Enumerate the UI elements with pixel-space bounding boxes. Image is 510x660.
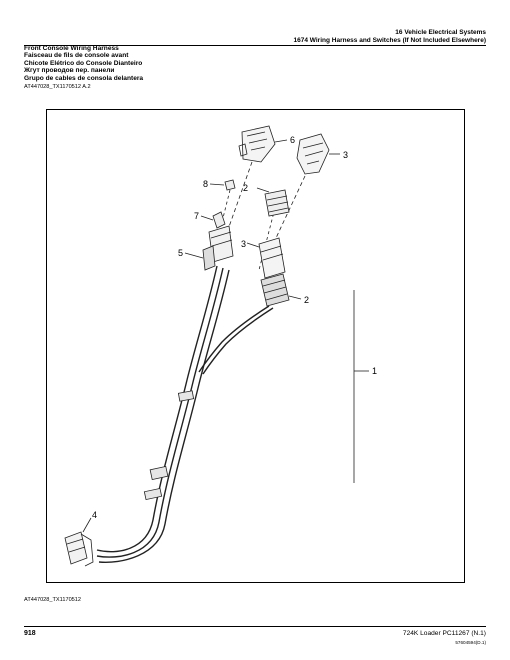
connector-4-drawing xyxy=(64,517,94,567)
callout-label-5: 5 xyxy=(178,248,183,258)
tape-wrap xyxy=(149,465,169,481)
seal-2-upper-drawing xyxy=(256,187,290,217)
title-english: Front Console Wiring Harness xyxy=(24,45,119,52)
cap-7-drawing xyxy=(212,211,226,229)
tape-wrap xyxy=(177,390,195,402)
clip-8-drawing xyxy=(224,179,236,191)
callout-label-8: 8 xyxy=(203,179,208,189)
connector-2-middle-drawing xyxy=(260,273,302,307)
page-number: 918 xyxy=(24,630,36,637)
callout-label-1: 1 xyxy=(372,366,377,376)
figure-frame: 1 2 2 3 3 4 5 6 7 8 xyxy=(46,109,465,583)
title-spanish: Grupo de cables de consola delantera xyxy=(24,74,144,82)
callout-label-3-middle: 3 xyxy=(241,239,246,249)
connector-6-drawing xyxy=(238,125,288,163)
footer-document-code: 57604594(D.1) xyxy=(455,640,486,645)
section-title: 16 Vehicle Electrical Systems xyxy=(395,29,486,36)
header-rule xyxy=(24,45,486,46)
callout-label-7: 7 xyxy=(194,211,199,221)
figure-reference-bottom: AT447028_TX1170512 xyxy=(24,597,82,603)
wiring-harness-illustration: 1 2 2 3 3 4 5 6 7 8 xyxy=(64,125,377,567)
callout-label-4: 4 xyxy=(92,510,97,520)
connector-3-middle-drawing xyxy=(246,237,286,279)
tape-wrap xyxy=(143,487,163,501)
callout-label-2-lower: 2 xyxy=(304,295,309,305)
connector-5-drawing xyxy=(184,225,234,271)
connector-3-top-drawing xyxy=(296,133,340,175)
multilingual-title-block: Front Console Wiring Harness Faisceau de… xyxy=(24,45,143,82)
callout-label-6: 6 xyxy=(290,135,295,145)
footer-rule xyxy=(24,626,486,627)
figure-reference-top: AT447028_TX1170512 A.2 xyxy=(24,84,91,90)
harness-trunk-drawing xyxy=(96,265,274,563)
footer-model-text: 724K Loader PC11267 (N.1) xyxy=(402,630,486,637)
callout-label-2-upper: 2 xyxy=(243,183,248,193)
callout-label-3-top: 3 xyxy=(343,150,348,160)
title-russian: Жгут проводов пер. панели xyxy=(24,67,115,75)
title-french: Faisceau de fils de console avant xyxy=(24,52,129,60)
subsection-title: 1674 Wiring Harness and Switches (If Not… xyxy=(293,37,486,44)
title-portuguese: Chicote Elétrico do Console Dianteiro xyxy=(24,59,143,67)
